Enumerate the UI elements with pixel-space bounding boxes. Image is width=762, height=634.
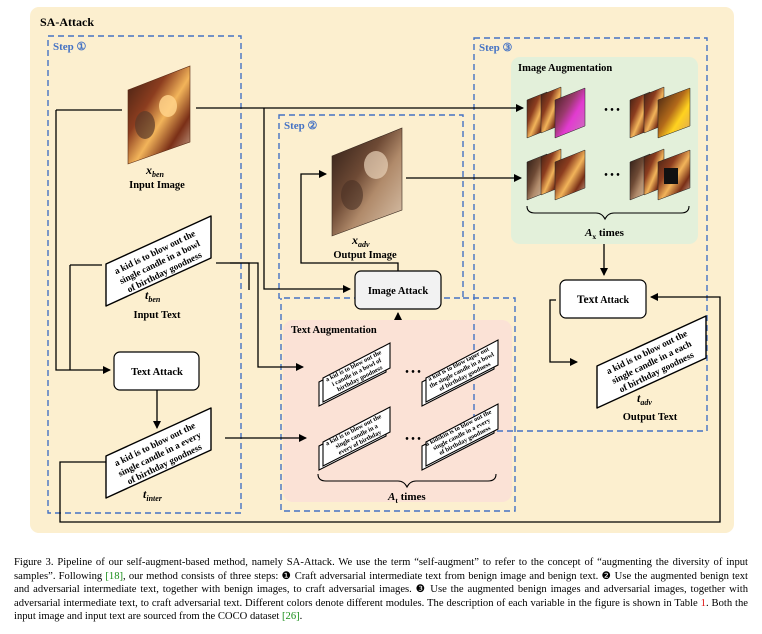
text-aug-brace (317, 473, 497, 489)
image-aug-stack-3 (526, 148, 586, 201)
image-aug-stack-2 (629, 86, 691, 139)
step2-lower-border (280, 297, 516, 512)
step3-label: Step ③ (479, 42, 513, 54)
text-attack-step3-box (559, 279, 647, 319)
output-image (331, 127, 403, 237)
text-augmentation-title: Text Augmentation (291, 325, 377, 336)
image-aug-ellipsis-2: • • • (604, 170, 620, 181)
image-augmentation-title: Image Augmentation (518, 63, 612, 74)
text-aug-times: At times (387, 491, 426, 505)
text-aug-ellipsis-2: • • • (405, 434, 421, 445)
diagram-title: SA-Attack (40, 15, 94, 29)
input-image-caption: Input Image (129, 180, 185, 191)
image-attack-label: Image Attack (368, 286, 429, 297)
citation-18[interactable]: [18] (105, 570, 124, 582)
text-attack-step3-label: Text Attack (577, 294, 630, 306)
output-image-var: xadv (351, 233, 370, 249)
image-augmentation-module (511, 57, 698, 244)
image-aug-times: Ax times (584, 227, 625, 241)
table-1-link[interactable]: 1 (700, 597, 706, 609)
text-aug-ellipsis-1: • • • (405, 367, 421, 378)
connectors (55, 104, 721, 523)
text-attack-label: Text Attack (131, 367, 183, 378)
text-augmentation-module (283, 320, 512, 502)
input-text-var: tben (145, 288, 161, 304)
step1-box (47, 35, 242, 514)
step2-label: Step ② (284, 120, 318, 132)
pipeline-diagram: SA-Attack Step ① Step ② Step ③ xben Inpu… (30, 7, 734, 533)
step2-box (278, 114, 464, 299)
image-aug-stack-1 (526, 86, 586, 139)
image-aug-stack-4 (629, 148, 691, 201)
input-image-var: xben (145, 163, 165, 179)
step3-box (473, 37, 708, 432)
figure-caption: Figure 3. Pipeline of our self-augment-b… (14, 557, 748, 623)
image-aug-brace (526, 205, 690, 221)
output-text-caption: Output Text (623, 412, 678, 423)
input-text-caption: Input Text (134, 310, 181, 321)
citation-26[interactable]: [26] (282, 611, 300, 623)
image-aug-ellipsis-1: • • • (604, 105, 620, 116)
output-text-var: tadv (637, 391, 652, 407)
step1-label: Step ① (53, 41, 87, 53)
output-image-caption: Output Image (333, 250, 397, 261)
input-image (127, 65, 191, 165)
inter-text-var: tinter (143, 487, 163, 503)
